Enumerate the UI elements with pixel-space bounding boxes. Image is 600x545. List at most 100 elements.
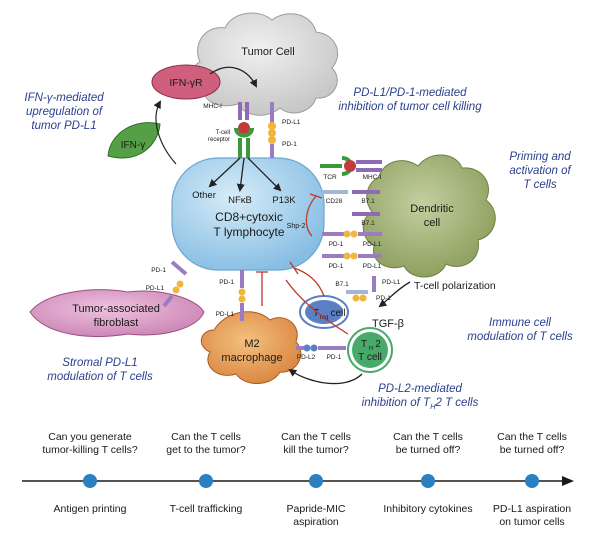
ifn-loop-arrow-left xyxy=(153,100,177,165)
priming-title-line2: activation of xyxy=(509,165,572,177)
ifn-title: IFN-γ-mediated upregulation of tumor PD-… xyxy=(24,92,104,132)
pd1-pdl1-right-2: PD-1 PD-L1 xyxy=(322,252,382,270)
pdl2-title-line1: PD-L2-mediated xyxy=(378,383,462,395)
macrophage-label-line2: macrophage xyxy=(221,352,282,364)
cd8-t-cell: CD8+cytoxic T lymphocyte Other NFκB P13K… xyxy=(171,157,325,271)
pdl1-label-top: PD-L1 xyxy=(282,119,301,126)
treg-label-tail: cell xyxy=(330,308,345,319)
pd1-title: PD-L1/PD-1-mediated inhibition of tumor … xyxy=(338,87,482,113)
inhibition-line-shp2 xyxy=(305,195,317,237)
tcr-label-top-1: T-cell xyxy=(216,130,230,136)
tumor-cell-label: Tumor Cell xyxy=(241,46,294,58)
tumor-associated-fibroblast: Tumor-associated fibroblast xyxy=(29,289,205,337)
signal-arrow-nfkb xyxy=(236,157,245,192)
signal-arrow-p13k xyxy=(247,157,282,192)
tcr-label-right: TCR xyxy=(323,174,337,181)
pd1-r1-label: PD-1 xyxy=(329,241,344,248)
pd1-title-line1: PD-L1/PD-1-mediated xyxy=(353,87,467,99)
ifn-gamma-label: IFN-γ xyxy=(121,140,145,151)
cd28-b71-complex: CD28 B7.1 xyxy=(322,190,380,205)
immune-title-line1: Immune cell xyxy=(489,317,551,329)
tgfb-inhibition-line xyxy=(293,267,325,297)
b71b-label: B7.1 xyxy=(361,220,375,227)
priming-title-line3: T cells xyxy=(523,179,556,191)
inhibition-bar-shp2 xyxy=(309,193,323,199)
fibroblast-pd1-pdl1: PD-1 PD-L1 xyxy=(146,260,188,308)
pdl1-mac-label: PD-L1 xyxy=(216,311,235,318)
pdl1-b71-pd1-lower: PD-L1 B7.1 PD-1 xyxy=(335,276,401,302)
pdl1-r1-label: PD-L1 xyxy=(363,241,382,248)
b71c-label: B7.1 xyxy=(335,281,349,288)
pd1-title-line2: inhibition of tumor cell killing xyxy=(338,101,482,113)
timeline-arrowhead xyxy=(562,476,574,486)
ifn-loop-arrow-top xyxy=(209,66,257,88)
mhc-label-right: MHC-I xyxy=(363,174,382,181)
cd8-label-line1: CD8+cytoxic xyxy=(215,210,283,224)
tumor-cell: Tumor Cell xyxy=(192,12,338,116)
immune-title: Immune cell modulation of T cells xyxy=(467,317,573,343)
signal-arrow-other xyxy=(208,157,241,188)
tumor-mhc-tcr-complex: MHC-I T-cell receptor xyxy=(203,102,254,158)
timeline-step-1: Antigen printing xyxy=(53,503,127,515)
pd1-pdl1-right-1: PD-1 PD-L1 xyxy=(322,230,382,248)
tgf-beta-label: TGF-β xyxy=(372,318,404,330)
p13k-pathway-label: P13K xyxy=(272,195,296,206)
cd28-label: CD28 xyxy=(326,198,343,205)
pdl2-title: PD-L2-mediated inhibition of TH2 T cells xyxy=(362,383,479,411)
treg-cell: T reg cell xyxy=(299,295,349,329)
ifn-title-line2: upregulation of xyxy=(26,106,104,118)
pdl2-label: PD-L2 xyxy=(297,354,316,361)
dendritic-label-line1: Dendritic xyxy=(410,203,454,215)
timeline-dot-3 xyxy=(309,474,323,488)
shp2-label: Shp-2 xyxy=(287,223,306,230)
pd1-th2-label: PD-1 xyxy=(327,354,342,361)
b71-second-complex: B7.1 xyxy=(352,212,380,227)
mhc-label-top: MHC-I xyxy=(203,103,222,110)
th2-label-tail: 2 xyxy=(375,339,381,350)
cd8-label-line2: T lymphocyte xyxy=(213,225,284,239)
t-cell-polarization-arrow xyxy=(378,281,411,308)
tumor-pdl1-pd1-complex: PD-L1 PD-1 xyxy=(268,102,301,158)
treg-label-main: T xyxy=(313,308,319,319)
timeline-step-2: T-cell trafficking xyxy=(169,503,243,515)
th2-inhibition-line xyxy=(285,279,349,335)
fibroblast-label-line2: fibroblast xyxy=(94,317,139,329)
ifn-gamma-receptor: IFN-γR xyxy=(151,64,221,100)
m2-macrophage: M2 macrophage xyxy=(200,311,302,384)
ifn-gamma-receptor-label: IFN-γR xyxy=(169,77,203,89)
pdl2-title-line2: inhibition of TH2 T cells xyxy=(362,397,479,411)
pd1-r2-label: PD-1 xyxy=(329,263,344,270)
t-cell-polarization-label: T-cell polarization xyxy=(414,280,496,292)
macrophage-pd1-pdl1: PD-1 PD-L1 xyxy=(216,270,246,321)
tcr-mhc-right-complex: TCR MHC-I xyxy=(320,156,382,181)
b71-label: B7.1 xyxy=(361,198,375,205)
tcr-label-top-2: receptor xyxy=(208,137,230,143)
th2-label-main: T xyxy=(361,339,367,350)
tgfb-inhibition-bar xyxy=(289,261,299,275)
timeline-dot-4 xyxy=(421,474,435,488)
immune-title-line2: modulation of T cells xyxy=(467,331,573,343)
timeline-dot-5 xyxy=(525,474,539,488)
pd1-r3-label: PD-1 xyxy=(376,295,391,302)
pd1-mac-label: PD-1 xyxy=(219,279,234,286)
nfkb-pathway-label: NFκB xyxy=(228,195,252,206)
fibroblast-label-line1: Tumor-associated xyxy=(72,303,160,315)
th2-cell: T H 2 T cell xyxy=(347,327,393,373)
stromal-title-line1: Stromal PD-L1 xyxy=(62,357,137,369)
dendritic-cell: Dendritic cell xyxy=(362,154,496,278)
pdl1-r3-label: PD-L1 xyxy=(382,279,401,286)
timeline-dot-1 xyxy=(83,474,97,488)
other-pathway-label: Other xyxy=(192,190,216,201)
stromal-title: Stromal PD-L1 modulation of T cells xyxy=(47,357,153,383)
timeline-step-4: Inhibitory cytokines xyxy=(383,503,473,515)
ifn-gamma-molecule: IFN-γ xyxy=(107,122,161,159)
pd1-fib-label: PD-1 xyxy=(151,267,166,274)
ifn-title-line3: tumor PD-L1 xyxy=(31,120,96,132)
ifn-title-line1: IFN-γ-mediated xyxy=(24,92,104,104)
